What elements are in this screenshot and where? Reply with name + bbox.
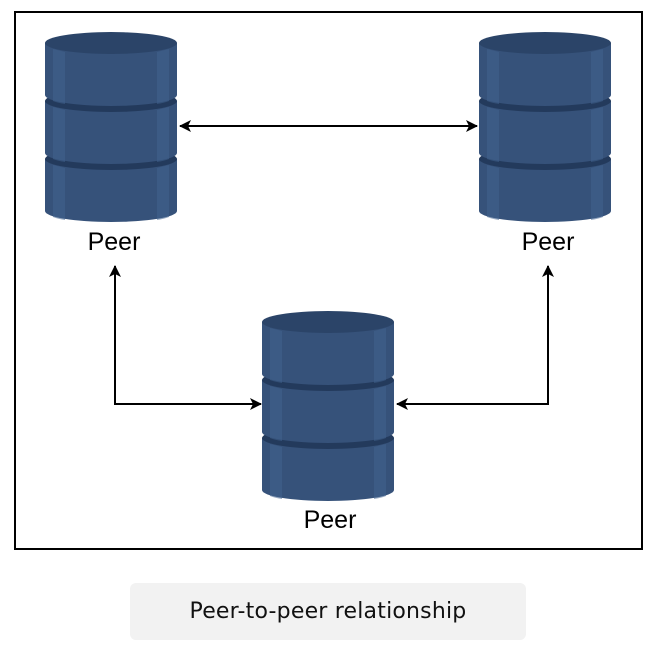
caption-text: Peer-to-peer relationship — [189, 599, 467, 624]
caption-box: Peer-to-peer relationship — [130, 583, 526, 640]
peer-label-top-left: Peer — [88, 228, 141, 256]
connector-right — [396, 265, 554, 410]
peer-label-top-right: Peer — [522, 228, 575, 256]
database-icon — [479, 32, 611, 222]
connector-left — [109, 265, 262, 410]
database-icon — [45, 32, 177, 222]
database-icon — [262, 311, 394, 501]
peer-label-bottom: Peer — [304, 506, 357, 534]
